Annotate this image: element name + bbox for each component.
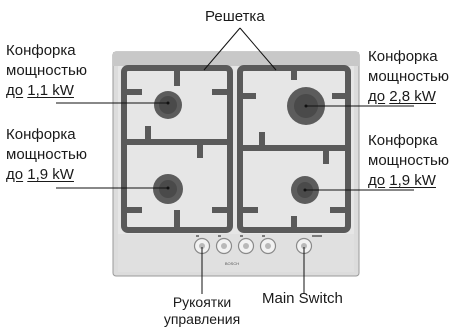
leader-grate-left: [203, 27, 241, 71]
right-grate: [237, 65, 351, 233]
label-burner-top-right: Конфорка мощностью до 2,8 kW: [368, 47, 449, 107]
label-burner-top-right-prefix: до: [368, 88, 386, 105]
label-controls-line2: управления: [163, 311, 241, 327]
label-controls-line1: Рукоятки: [172, 294, 232, 310]
leader-lines: [56, 27, 414, 294]
label-burner-bottom-left-power: 1,9 kW: [27, 166, 74, 183]
label-burner-top-left-line1: Конфорка: [6, 42, 76, 59]
label-burner-top-left-line2: мощностью: [6, 62, 88, 79]
label-burner-bottom-right-line1: Конфорка: [368, 132, 438, 149]
label-burner-top-right-line3: до 2,8 kW: [368, 87, 449, 107]
control-knobs: [193, 237, 277, 255]
label-burner-top-left: Конфорка мощностью до 1,1 kW: [6, 41, 87, 101]
control-panel: [118, 234, 354, 272]
label-main-switch-text: Main Switch: [262, 290, 343, 307]
burner-top-left: [154, 91, 182, 119]
label-burner-top-right-line1: Конфорка: [368, 48, 438, 65]
label-burner-top-right-power: 2,8 kW: [389, 88, 436, 105]
label-burner-bottom-left-prefix: до: [6, 166, 24, 183]
label-controls: Рукоятки управления: [162, 294, 242, 328]
leader-dots: [166, 101, 308, 192]
label-burner-bottom-left-line2: мощностью: [6, 146, 88, 163]
knob-markings: [196, 235, 322, 237]
label-burner-top-left-power: 1,1 kW: [27, 82, 74, 99]
label-burner-bottom-right-line3: до 1,9 kW: [368, 171, 449, 191]
label-burner-bottom-right-line2: мощностью: [368, 152, 450, 169]
label-burner-bottom-left: Конфорка мощностью до 1,9 kW: [6, 125, 87, 185]
label-burner-top-left-line3: до 1,1 kW: [6, 81, 87, 101]
label-burner-top-right-line2: мощностью: [368, 68, 450, 85]
label-burner-bottom-right-prefix: до: [368, 172, 386, 189]
left-grate: [121, 65, 233, 233]
cooktop-back-strip: [113, 52, 359, 66]
label-burner-bottom-left-line1: Конфорка: [6, 126, 76, 143]
brand-logo: BOSCH: [225, 261, 239, 266]
label-grate-text: Решетка: [205, 8, 265, 25]
label-main-switch: Main Switch: [262, 289, 343, 309]
label-grate: Решетка: [205, 7, 265, 27]
label-burner-bottom-right: Конфорка мощностью до 1,9 kW: [368, 131, 449, 191]
label-burner-bottom-left-line3: до 1,9 kW: [6, 165, 87, 185]
label-burner-top-left-prefix: до: [6, 82, 24, 99]
leader-grate-right: [239, 27, 277, 71]
label-burner-bottom-right-power: 1,9 kW: [389, 172, 436, 189]
